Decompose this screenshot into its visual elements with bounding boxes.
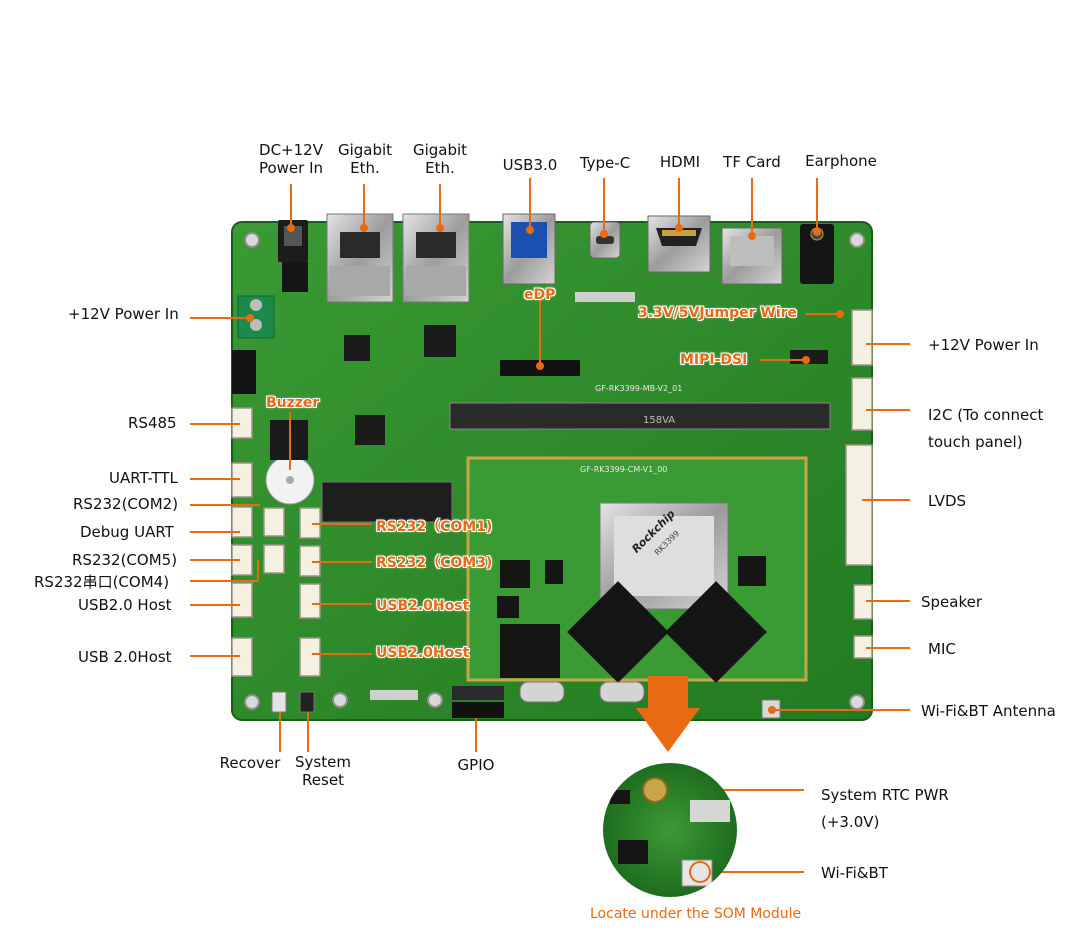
buzzer-part	[265, 455, 315, 505]
ethernet-jack-2	[402, 213, 470, 303]
chip	[355, 415, 385, 445]
wifi-bt-label: Wi-Fi&BT	[821, 864, 888, 882]
rtc-label: System RTC PWR(+3.0V)	[821, 786, 949, 831]
pin-row	[370, 292, 635, 700]
gpio-label: GPIO	[457, 756, 495, 774]
inset-caption: Locate under the SOM Module	[590, 906, 802, 922]
rs232-com5-label: RS232(COM5)	[72, 551, 178, 569]
som-silkscreen: GF-RK3399-CM-V1_00	[580, 465, 668, 474]
jst-connectors-right	[845, 309, 873, 659]
component-black	[232, 350, 256, 394]
terminal-block	[237, 295, 275, 339]
usb3-label: USB3.0	[502, 156, 558, 174]
typec-label: Type-C	[579, 154, 631, 172]
down-arrow	[636, 676, 700, 752]
som-module	[466, 456, 808, 703]
rs232-com3-callout: RS232（COM3)	[376, 555, 493, 571]
sodimm-slot	[449, 402, 831, 430]
jumper-callout: 3.3V/5VJumper Wire	[638, 305, 798, 321]
debug-uart-label: Debug UART	[80, 523, 174, 541]
rs232-com2-label: RS232(COM2)	[73, 495, 179, 513]
wifi-antenna-label: Wi-Fi&BT Antenna	[921, 702, 1056, 720]
typec-port	[589, 221, 621, 259]
earphone-label: Earphone	[805, 152, 877, 170]
recover-label: Recover	[219, 754, 281, 772]
buzzer-callout: Buzzer	[266, 395, 320, 411]
power-in-label-right: +12V Power In	[928, 336, 1039, 354]
speaker-label: Speaker	[921, 593, 983, 611]
usb20-host-label-a: USB2.0 Host	[78, 596, 172, 614]
slot-silkscreen: 158VA	[643, 415, 676, 426]
chip	[424, 325, 456, 357]
rs232-com1-callout: RS232（COM1)	[376, 519, 493, 535]
mic-label: MIC	[928, 640, 956, 658]
rs485-label: RS485	[128, 414, 177, 432]
power-in-label-left: +12V Power In	[68, 305, 179, 323]
rs232-com4-label: RS232串口(COM4)	[34, 573, 170, 591]
mounting-holes	[244, 232, 865, 710]
edp-callout: eDP	[524, 287, 556, 303]
usb-host-callout-2: USB2.0Host	[376, 645, 470, 661]
mipi-dsi-callout: MIPI-DSI	[680, 352, 748, 368]
chip	[344, 335, 370, 361]
uart-ttl-label: UART-TTL	[109, 469, 178, 487]
usb-host-callout-1: USB2.0Host	[376, 598, 470, 614]
m2-slot	[321, 481, 453, 523]
inset-circle	[603, 763, 737, 897]
carrier-silkscreen: GF-RK3399-MB-V2_01	[595, 384, 683, 393]
lvds-label: LVDS	[928, 492, 967, 510]
tf-card-label: TF Card	[723, 153, 781, 171]
ethernet-jack-1	[326, 213, 394, 303]
gpio-header	[452, 686, 504, 718]
usb20-host-label-b: USB 2.0Host	[78, 648, 172, 666]
hdmi-label: HDMI	[659, 153, 701, 171]
jst-connectors	[231, 407, 321, 677]
